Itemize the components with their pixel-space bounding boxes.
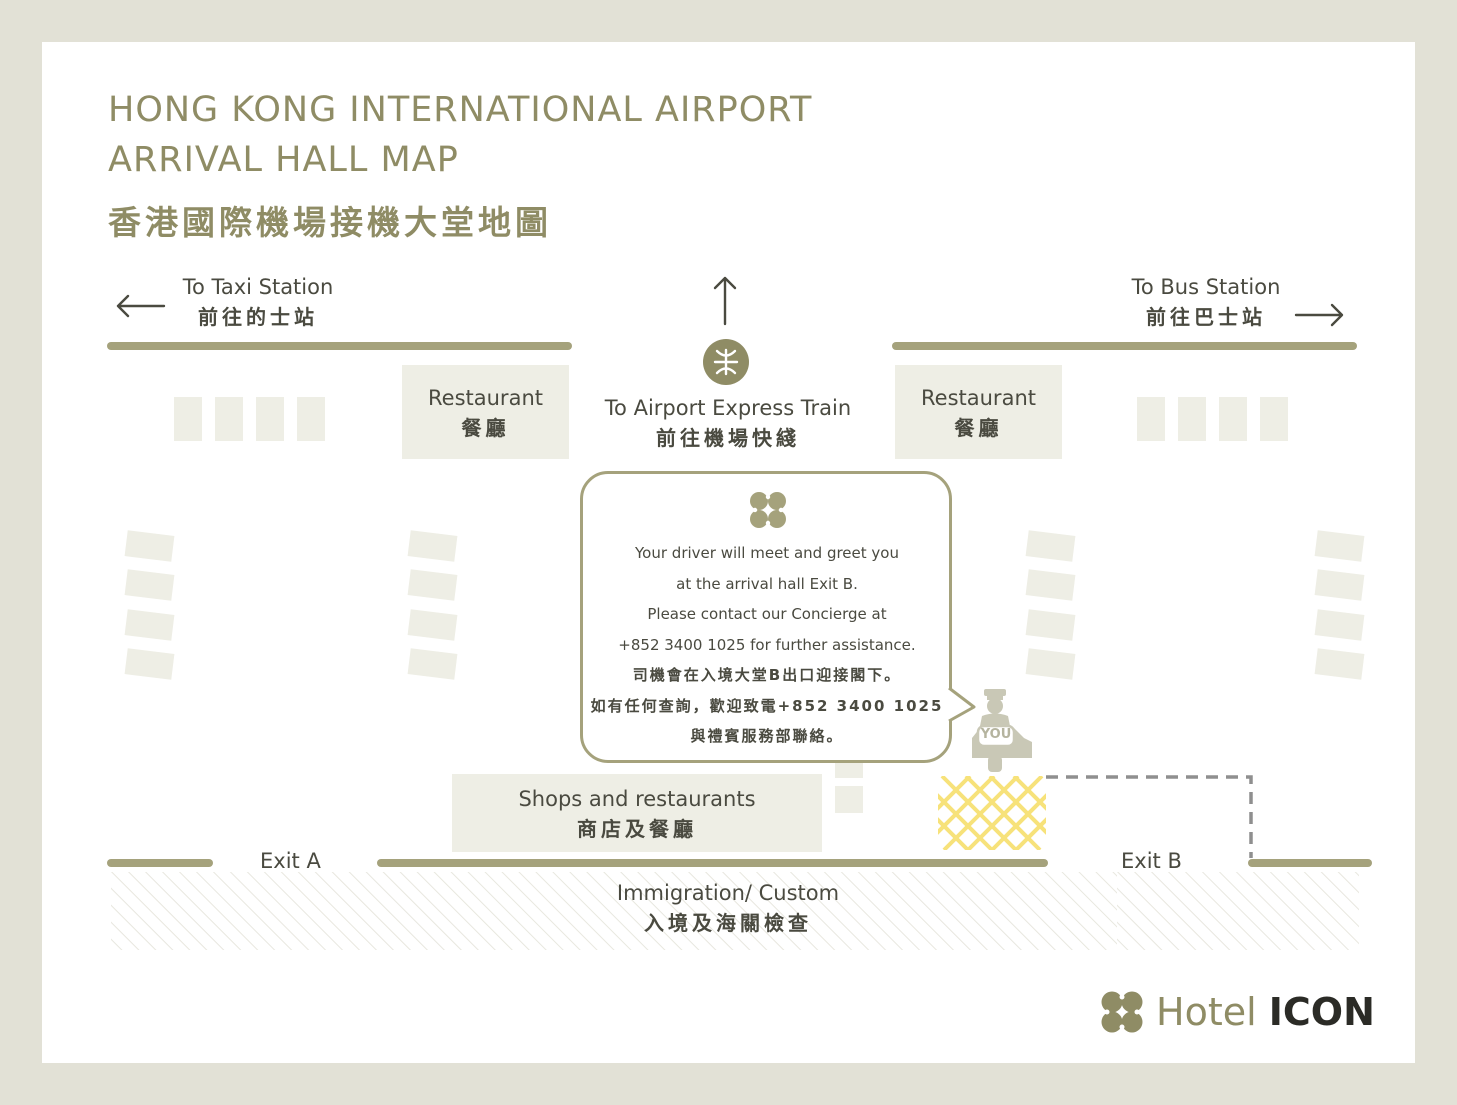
seating-block [1314,648,1365,680]
message-line-en-3: Please contact our Concierge at [647,605,887,623]
bottom-wall-right [1248,859,1372,867]
message-line-zh-3: 與禮賓服務部聯絡。 [690,727,844,745]
top-wall-right [892,342,1357,350]
bus-direction-label: To Bus Station 前往巴士站 [1106,272,1306,332]
counter-block [256,397,284,441]
counter-block [1260,397,1288,441]
counter-block [297,397,325,441]
counter-block [1178,397,1206,441]
brand-logo-icon [1101,991,1143,1033]
shops-label-zh: 商店及餐廳 [577,817,697,841]
restaurant-left-label: Restaurant 餐廳 [402,383,569,443]
counter-block [215,397,243,441]
seating-block [1025,530,1076,562]
immigration-area-right [1117,872,1359,950]
taxi-label-en: To Taxi Station [182,275,334,299]
seating-block [407,569,458,601]
seating-block [1025,569,1076,601]
meeting-point-area [938,776,1046,850]
train-label-en: To Airport Express Train [604,396,852,420]
brand-word-hotel: Hotel [1156,990,1257,1034]
seating-block [124,530,175,562]
restaurant-left-en: Restaurant [428,386,543,410]
seating-block [407,530,458,562]
you-marker-label: YOU [980,727,1012,742]
brand-word-icon: ICON [1268,990,1375,1034]
bus-label-en: To Bus Station [1131,275,1281,299]
brand-wordmark: Hotel ICON [1156,990,1375,1034]
counter-block [1137,397,1165,441]
shops-label-en: Shops and restaurants [518,787,756,811]
immigration-label-zh: 入境及海關檢查 [644,911,812,935]
immigration-label: Immigration/ Custom 入境及海關檢查 [578,878,878,938]
seating-block [1025,648,1076,680]
restaurant-right-label: Restaurant 餐廳 [895,383,1062,443]
bus-label-zh: 前往巴士站 [1146,305,1266,329]
message-line-en-2: at the arrival hall Exit B. [676,574,858,593]
seating-block [124,609,175,641]
message-line-zh-2: 如有任何查詢，歡迎致電+852 3400 1025 [590,696,944,715]
driver-with-car-icon [972,689,1032,772]
shops-block [452,774,822,852]
exit-a-label: Exit A [260,849,321,873]
bubble-tail [948,686,976,723]
seating-block [124,569,175,601]
taxi-label-zh: 前往的士站 [198,305,318,329]
taxi-direction-label: To Taxi Station 前往的士站 [158,272,358,332]
title-chinese: 香港國際機場接機大堂地圖 [108,203,552,242]
seating-block [407,648,458,680]
seating-block [1314,609,1365,641]
restaurant-left-block [402,365,569,459]
seating-block [1314,530,1365,562]
message-text: Your driver will meet and greet you at t… [581,538,953,752]
immigration-area [111,872,1117,950]
mtr-logo-icon [703,339,749,385]
title-line-1: HONG KONG INTERNATIONAL AIRPORT [108,90,813,130]
hotel-icon-logo-icon [750,492,786,528]
restaurant-left-zh: 餐廳 [461,416,510,440]
train-direction-label: To Airport Express Train 前往機場快綫 [578,393,878,453]
message-line-zh-1: 司機會在入境大堂B出口迎接閣下。 [632,666,902,684]
title-line-2: ARRIVAL HALL MAP [108,140,459,180]
seating-block [1025,609,1076,641]
restaurant-right-zh: 餐廳 [954,416,1003,440]
message-line-en-4: +852 3400 1025 for further assistance. [618,635,916,654]
restaurant-right-block [895,365,1062,459]
bottom-wall-center [377,859,1048,867]
walking-route-dashed [1046,775,1253,858]
top-wall-left [107,342,572,350]
shops-label: Shops and restaurants 商店及餐廳 [452,784,822,844]
arrow-left-icon [116,294,166,318]
seating-block [407,609,458,641]
seating-block [124,648,175,680]
immigration-label-en: Immigration/ Custom [616,881,840,905]
restaurant-right-en: Restaurant [921,386,1036,410]
counter-block [174,397,202,441]
pillar-block [835,760,863,778]
exit-b-label: Exit B [1121,849,1182,873]
train-label-zh: 前往機場快綫 [656,426,800,450]
counter-block [1219,397,1247,441]
arrow-up-icon [713,276,737,326]
message-line-en-1: Your driver will meet and greet you [635,544,899,562]
arrow-right-icon [1294,303,1344,327]
seating-block [1314,569,1365,601]
pillar-block [835,786,863,813]
bottom-wall-left [107,859,213,867]
